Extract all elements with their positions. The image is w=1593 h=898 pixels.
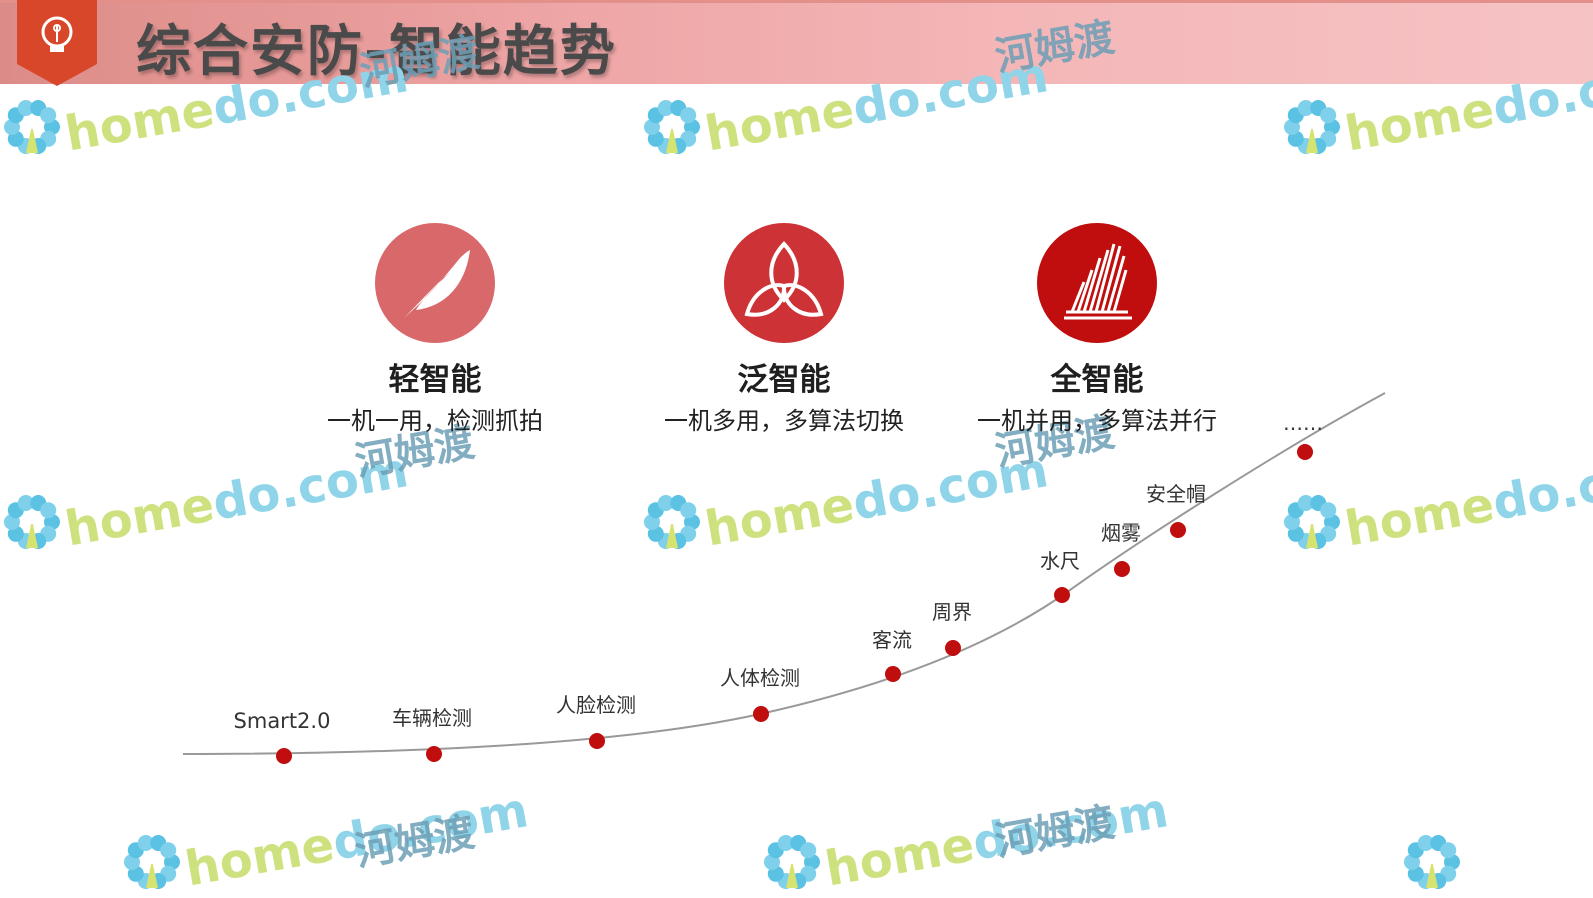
phase-desc: 一机并用，多算法并行: [977, 407, 1217, 435]
flower-logo-icon: [124, 835, 180, 889]
timeline-point: [885, 666, 901, 682]
timeline-label: 安全帽: [1146, 482, 1206, 506]
timeline-label: 人脸检测: [556, 693, 636, 717]
timeline-line: [182, 392, 1386, 755]
flower-logo-icon: [644, 495, 700, 549]
flower-logo-icon: [4, 100, 60, 154]
trefoil-icon: [724, 223, 844, 343]
header-stripe: [0, 0, 1593, 3]
timeline-point: [1297, 444, 1313, 460]
page-title: 综合安防-智能趋势: [136, 19, 617, 83]
timeline-point: [276, 748, 292, 764]
timeline-label: ……: [1283, 411, 1323, 435]
flower-logo-icon: [4, 495, 60, 549]
lightbulb-icon: [17, 0, 97, 86]
phase-title: 轻智能: [388, 362, 482, 398]
phase-light: 轻智能 一机一用，检测抓拍: [285, 222, 585, 436]
feather-icon: [375, 223, 495, 343]
timeline-label: Smart2.0: [234, 709, 331, 733]
timeline-label: 客流: [872, 628, 912, 652]
phase-desc: 一机多用，多算法切换: [664, 407, 904, 435]
phase-title: 泛智能: [737, 362, 831, 398]
timeline-point: [945, 640, 961, 656]
flower-logo-icon: [1284, 100, 1340, 154]
flower-logo-icon: [1284, 495, 1340, 549]
timeline-point: [589, 733, 605, 749]
flower-logo-icon: [764, 835, 820, 889]
timeline-label: 人体检测: [720, 666, 800, 690]
phase-desc: 一机一用，检测抓拍: [327, 407, 543, 435]
phase-title: 全智能: [1050, 362, 1144, 398]
header-band: 综合安防-智能趋势: [0, 0, 1593, 86]
phase-pan: 泛智能 一机多用，多算法切换: [634, 222, 934, 436]
timeline-label: 周界: [932, 600, 972, 624]
timeline-label: 水尺: [1040, 549, 1080, 573]
timeline-point: [753, 706, 769, 722]
fan-icon: [1037, 223, 1157, 343]
timeline-point: [426, 746, 442, 762]
timeline-point: [1170, 522, 1186, 538]
flower-logo-icon: [644, 100, 700, 154]
flower-logo-icon: [1404, 835, 1460, 889]
timeline-point: [1114, 561, 1130, 577]
phase-full: 全智能 一机并用，多算法并行: [947, 222, 1247, 436]
timeline-label: 车辆检测: [392, 706, 472, 730]
timeline-label: 烟雾: [1101, 521, 1141, 545]
timeline-point: [1054, 587, 1070, 603]
